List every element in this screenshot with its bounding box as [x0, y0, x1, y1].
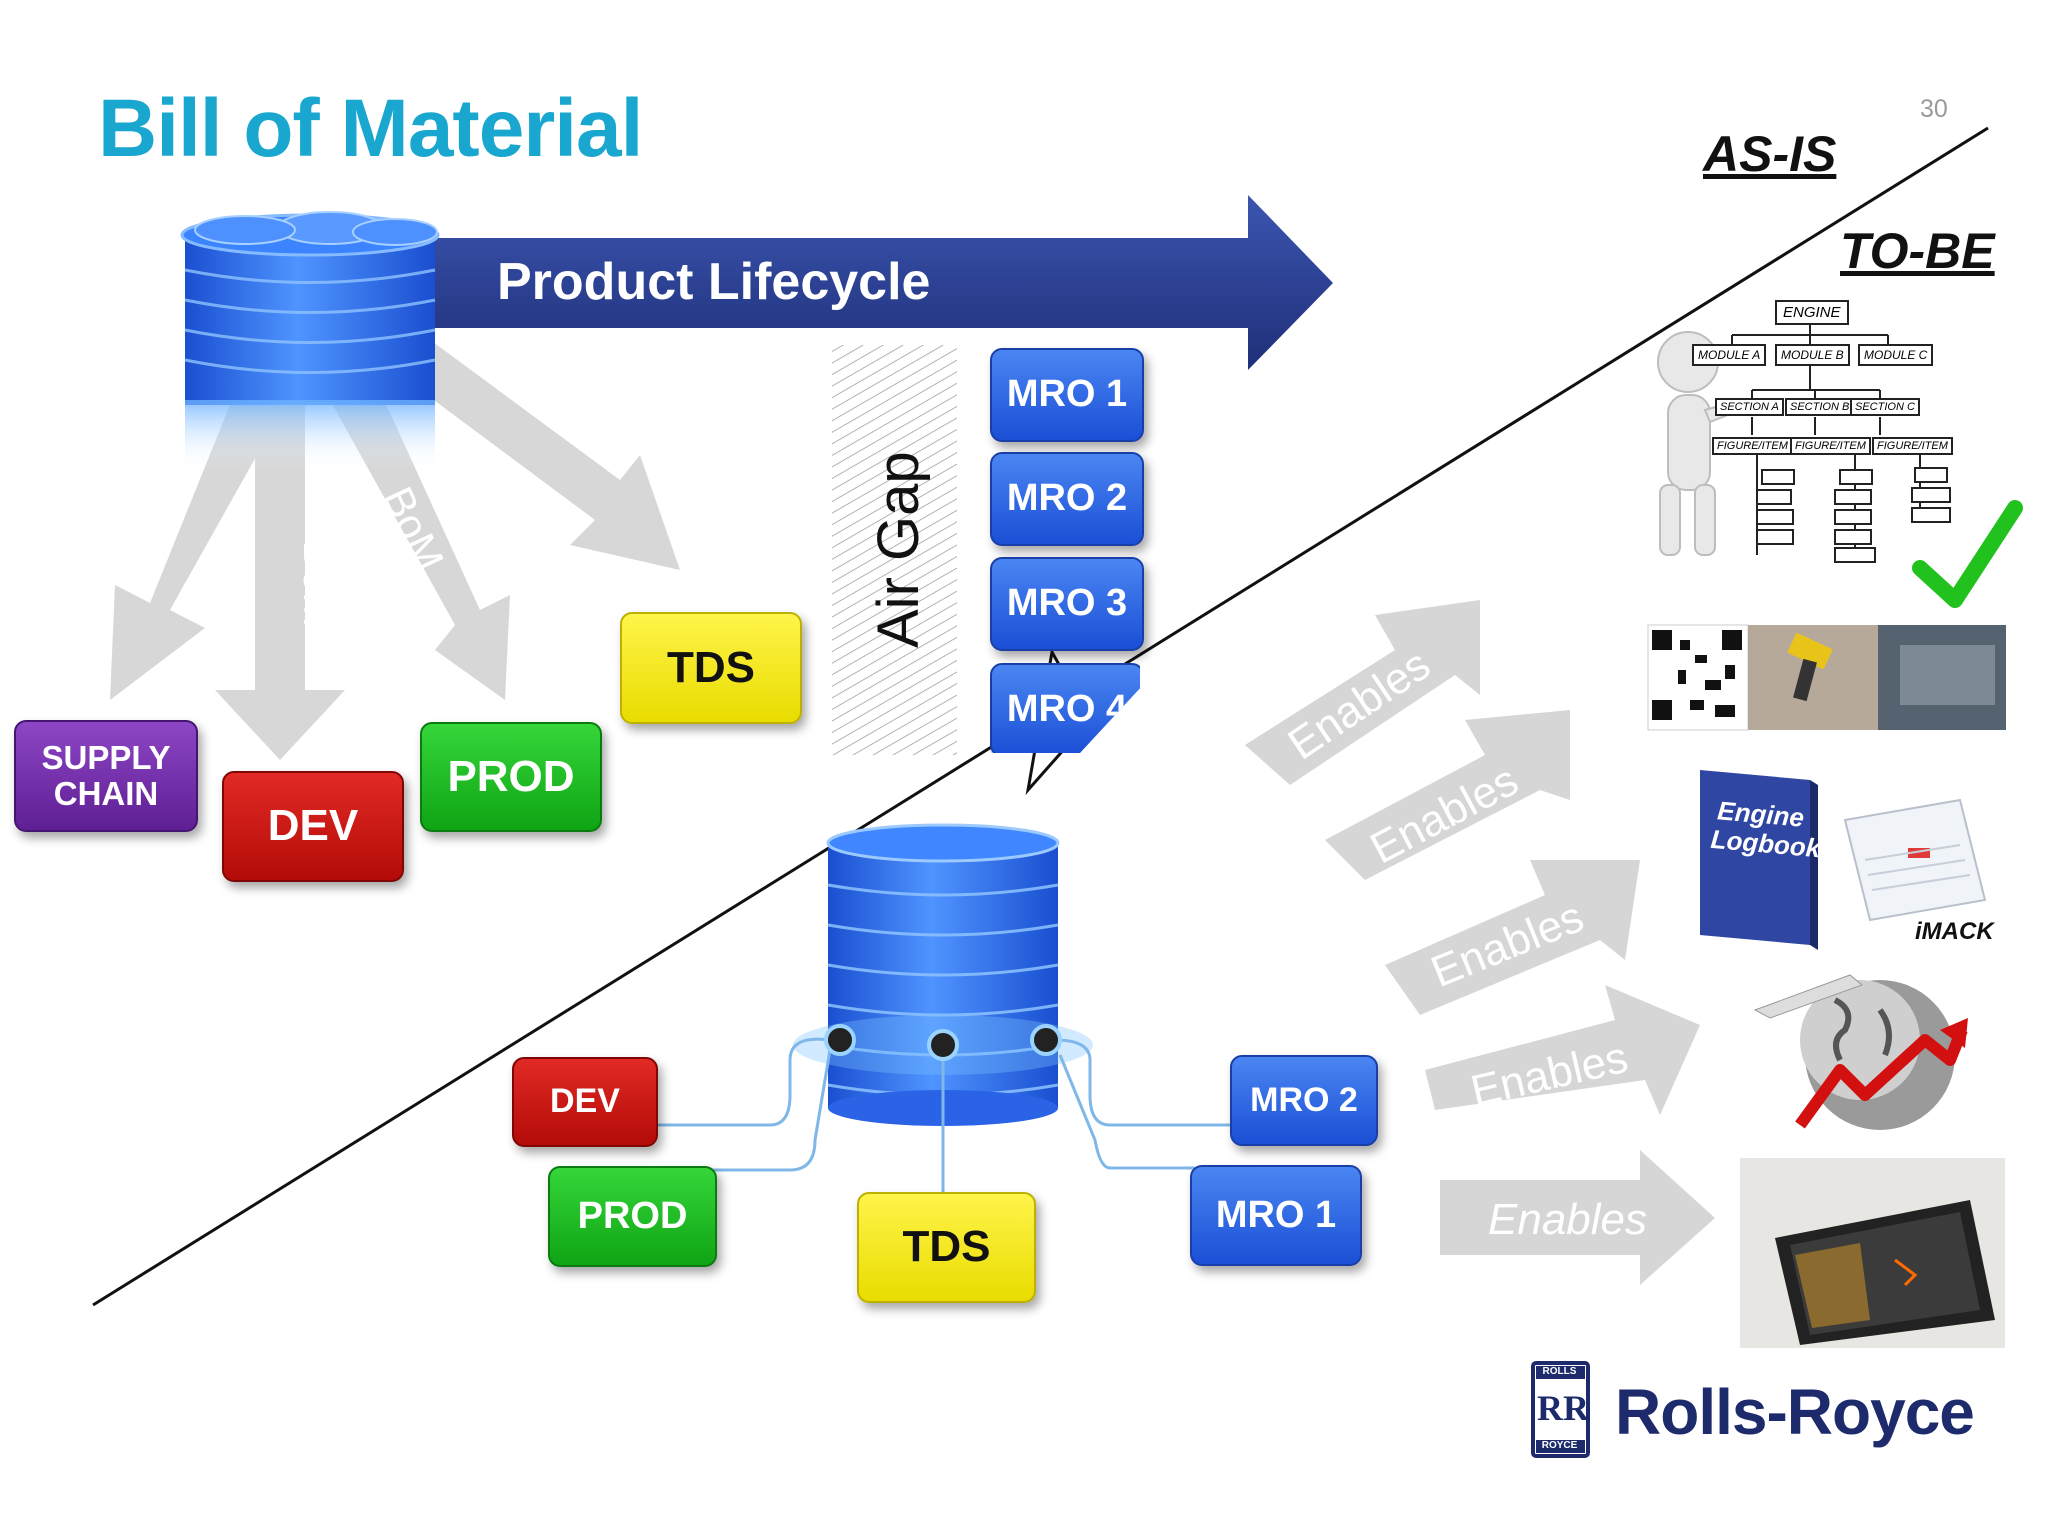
imack-label: iMACK — [1915, 918, 1994, 945]
to-be-cables — [655, 1037, 1238, 1195]
engine-logbook-image — [1700, 770, 1818, 950]
to-be-mro-2: MRO 2 — [1230, 1055, 1378, 1146]
badge-top-text: ROLLS — [1542, 1366, 1577, 1377]
lifecycle-label: Product Lifecycle — [497, 253, 931, 311]
tree-section-b: SECTION B — [1785, 398, 1855, 416]
to-be-mro-1: MRO 1 — [1190, 1165, 1362, 1266]
as-is-mro-1: MRO 1 — [990, 348, 1144, 442]
tree-module-c: MODULE C — [1858, 344, 1934, 366]
rolls-royce-badge — [1531, 1361, 1590, 1458]
tree-module-b: MODULE B — [1775, 344, 1850, 366]
to-be-database — [793, 823, 1093, 1126]
barcode-scanner-image — [1647, 624, 2006, 731]
database-connectors — [824, 1024, 1062, 1061]
bom-label-2: BoM — [295, 540, 343, 628]
logbook-title: Engine Logbook — [1710, 795, 1822, 863]
page-number: 30 — [1920, 95, 1948, 123]
as-is-mro-2: MRO 2 — [990, 452, 1144, 546]
tree-figure-1: FIGURE/ITEM — [1712, 437, 1793, 455]
badge-letters: RR — [1537, 1388, 1589, 1428]
tree-root: ENGINE — [1775, 300, 1849, 325]
tree-section-c: SECTION C — [1850, 398, 1920, 416]
as-is-dev: DEV — [222, 771, 404, 882]
as-is-supply-chain: SUPPLY CHAIN — [14, 720, 198, 832]
as-is-tds: TDS — [620, 612, 802, 724]
as-is-header: AS-IS — [1703, 126, 1837, 182]
as-is-mro-3: MRO 3 — [990, 557, 1144, 651]
as-is-prod: PROD — [420, 722, 602, 832]
badge-bottom-text: ROYCE — [1541, 1440, 1578, 1451]
tree-figure-3: FIGURE/ITEM — [1872, 437, 1953, 455]
enables-label-5: Enables — [1488, 1195, 1648, 1244]
tablet-image — [1740, 1158, 2005, 1348]
to-be-prod: PROD — [548, 1166, 717, 1267]
air-gap-hatch — [832, 345, 957, 755]
page-title: Bill of Material — [98, 83, 643, 174]
engine-tree-leaves — [1756, 467, 1951, 563]
to-be-dev: DEV — [512, 1057, 658, 1147]
imack-document-image — [1843, 798, 1987, 922]
supply-chain-line-1: SUPPLY — [41, 738, 171, 776]
supply-chain-line-2: CHAIN — [53, 775, 159, 812]
tree-figure-2: FIGURE/ITEM — [1790, 437, 1871, 455]
tree-section-a: SECTION A — [1715, 398, 1784, 416]
tree-module-a: MODULE A — [1692, 344, 1767, 366]
to-be-header: TO-BE — [1840, 223, 1995, 279]
lifecycle-arrow — [400, 195, 1333, 370]
as-is-database-cluster — [180, 211, 440, 470]
to-be-tds: TDS — [857, 1192, 1036, 1303]
enables-arrows — [1245, 600, 1715, 1285]
rolls-royce-logo-text: Rolls-Royce — [1615, 1376, 1975, 1448]
checkmark-icon — [1912, 500, 2023, 608]
air-gap-label: Air Gap — [866, 451, 931, 648]
globe-growth-image — [1753, 974, 1968, 1130]
